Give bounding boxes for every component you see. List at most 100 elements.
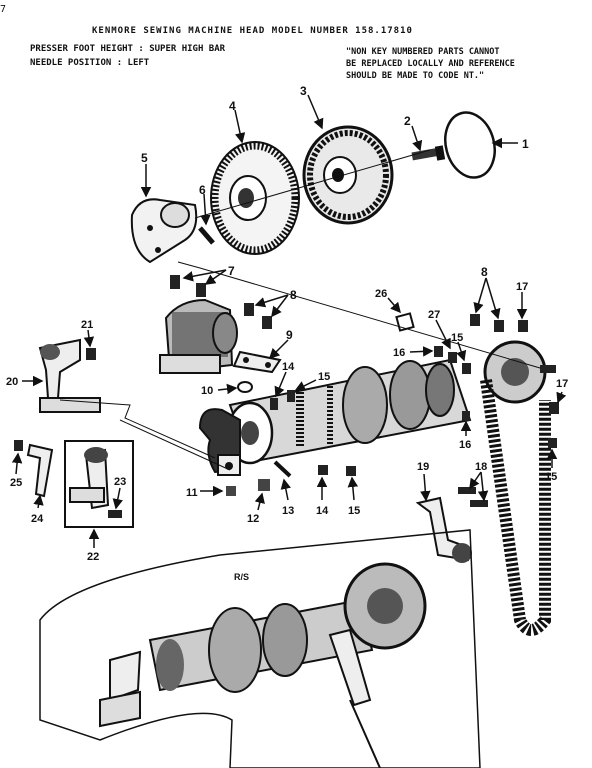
callout-23: 23	[112, 476, 126, 510]
callout-14-top: 14	[274, 361, 295, 398]
part-2-screw	[411, 145, 446, 161]
part-24-guide	[26, 443, 54, 498]
callout-label: 17	[556, 378, 568, 390]
part-19-bracket	[415, 496, 472, 563]
part-5-bracket	[130, 198, 198, 264]
motor-armature-assembly	[198, 358, 472, 476]
callout-17-top: 17	[516, 281, 528, 320]
callout-label: 10	[201, 385, 213, 397]
part-6-pin	[198, 226, 215, 245]
callout-14-bottom: 14	[316, 476, 329, 517]
callout-label: 2	[404, 114, 411, 128]
callout-11: 11	[186, 485, 224, 499]
callout-9: 9	[268, 328, 293, 360]
callout-12: 12	[247, 492, 265, 525]
callout-label: 6	[199, 183, 206, 197]
part-10-washer	[237, 381, 253, 393]
part-23-screw	[108, 510, 122, 518]
part-7-screws	[170, 275, 206, 297]
callout-16: 16	[393, 346, 434, 359]
callout-2: 2	[404, 114, 423, 152]
callout-label: 15	[545, 471, 557, 483]
callout-label: 15	[318, 371, 330, 383]
callout-1: 1	[491, 137, 529, 151]
part-25-screw	[14, 440, 23, 451]
callout-label: 3	[300, 84, 307, 98]
part-3-handwheel	[302, 125, 394, 225]
callout-label: 8	[290, 288, 297, 302]
callout-label: 20	[6, 376, 18, 388]
callout-25: 25	[10, 452, 23, 489]
callout-22: 22	[87, 528, 100, 563]
callout-16-lower: 16	[459, 420, 472, 451]
part-15-setscrew	[287, 390, 295, 402]
callout-label: 22	[87, 551, 99, 563]
callout-24: 24	[31, 494, 44, 525]
part-16-right	[462, 411, 470, 421]
callout-27: 27	[428, 309, 451, 350]
callout-3: 3	[300, 84, 324, 130]
callout-13: 13	[280, 478, 294, 517]
part-21-screw	[86, 348, 96, 360]
callout-label: 12	[247, 513, 259, 525]
callout-label: 1	[522, 137, 529, 151]
part-4-gear	[210, 141, 300, 255]
callout-15-bottom: 15	[347, 476, 360, 517]
callout-label: 13	[282, 505, 294, 517]
callout-4: 4	[229, 99, 246, 144]
part-14-setscrew	[270, 398, 278, 410]
callout-label: 25	[10, 477, 22, 489]
callout-label: 11	[186, 487, 198, 499]
note-line: "NON KEY NUMBERED PARTS CANNOT	[346, 47, 500, 57]
needle-position-spec: NEEDLE POSITION : LEFT	[30, 58, 150, 68]
callout-label: 15	[451, 332, 463, 344]
callout-18: 18	[469, 461, 489, 502]
callout-label: 18	[475, 461, 487, 473]
callout-8-right: 8	[473, 265, 501, 320]
callout-19: 19	[417, 461, 431, 502]
callout-label: 14	[282, 361, 295, 373]
motor-pulley-and-belt	[480, 340, 556, 636]
callout-7: 7	[182, 264, 235, 285]
callout-5: 5	[140, 151, 152, 198]
part-16-27-small-parts	[434, 346, 471, 374]
callout-label: 27	[428, 309, 440, 321]
part-22-presser-bar-frame	[64, 440, 134, 528]
callout-label: 9	[286, 328, 293, 342]
note-line: BE REPLACED LOCALLY AND REFERENCE	[346, 59, 515, 69]
callout-label: 24	[31, 513, 44, 525]
callout-6: 6	[199, 183, 211, 226]
diagram-title: KENMORE SEWING MACHINE HEAD MODEL NUMBER…	[92, 26, 413, 36]
inset-label: R/S	[234, 572, 249, 582]
callout-label: 14	[316, 505, 329, 517]
callout-20: 20	[6, 375, 44, 388]
assembly-guide-lines	[59, 261, 541, 471]
callout-26: 26	[375, 288, 401, 314]
part-18-screws	[458, 487, 488, 507]
callout-label: 19	[417, 461, 429, 473]
motor-mount-block	[159, 298, 238, 374]
callout-8-left: 8	[254, 288, 297, 318]
part-20-take-up-assembly	[38, 338, 101, 413]
callout-10: 10	[201, 383, 238, 397]
callout-label: 15	[348, 505, 360, 517]
part-1-cover-plate	[444, 111, 496, 179]
callout-label: 7	[228, 264, 235, 278]
callout-label: 26	[375, 288, 387, 300]
callout-label: 23	[114, 476, 126, 488]
part-9-plate	[232, 350, 282, 374]
callout-label: 21	[81, 319, 93, 331]
callout-label: 17	[516, 281, 528, 293]
callout-label: 16	[393, 347, 405, 359]
presser-foot-spec: PRESSER FOOT HEIGHT : SUPER HIGH BAR	[30, 44, 226, 54]
callout-label: 5	[141, 151, 148, 165]
callout-17-right: 17	[556, 378, 568, 404]
assembly-axis-line	[194, 149, 431, 219]
part-17-screws	[548, 402, 559, 448]
part-11-12-13-small-parts	[226, 460, 356, 496]
corner-mark: 7	[0, 4, 7, 15]
callout-label: 8	[481, 265, 488, 279]
note-line: SHOULD BE MADE TO CODE NT."	[346, 71, 485, 81]
callout-15-right: 15	[545, 448, 558, 483]
